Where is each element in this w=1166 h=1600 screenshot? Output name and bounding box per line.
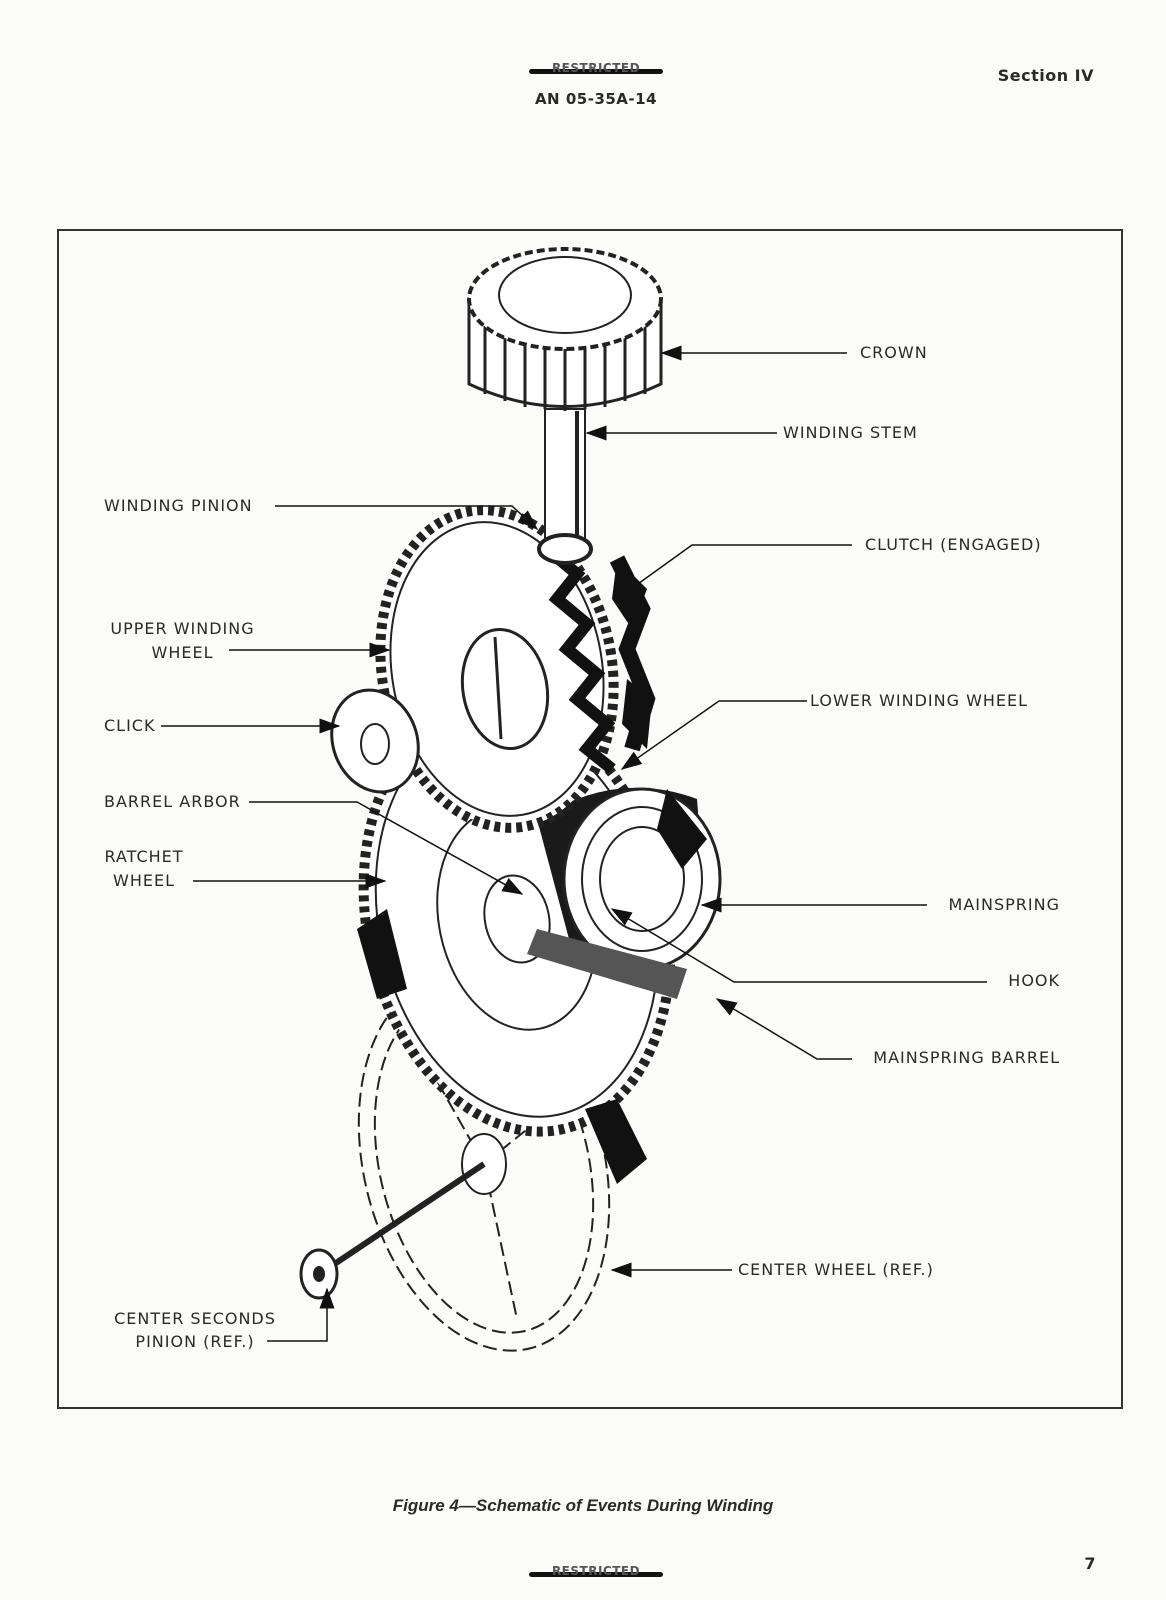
- section-heading: Section IV: [997, 66, 1094, 85]
- document-number: AN 05-35A-14: [534, 90, 658, 108]
- label-ratchet-wheel-2: WHEEL: [113, 871, 175, 890]
- redaction-bar: [529, 1572, 663, 1577]
- upper-winding-wheel: [375, 505, 619, 833]
- leader-lines: [161, 345, 987, 1342]
- restricted-text: RESTRICTED: [551, 1564, 641, 1578]
- label-lower-winding-wheel: LOWER WINDING WHEEL: [810, 691, 1029, 710]
- label-crown: CROWN: [860, 343, 928, 362]
- label-clutch: CLUTCH (ENGAGED): [865, 535, 1042, 554]
- center-seconds-pinion: [299, 1248, 339, 1300]
- label-hook: HOOK: [1008, 971, 1060, 990]
- label-center-seconds-pinion-2: PINION (REF.): [135, 1332, 255, 1351]
- restricted-text: RESTRICTED: [551, 61, 641, 75]
- label-barrel-arbor: BARREL ARBOR: [104, 792, 241, 811]
- label-click: CLICK: [104, 716, 156, 735]
- label-winding-stem: WINDING STEM: [783, 423, 918, 442]
- label-mainspring: MAINSPRING: [948, 895, 1060, 914]
- click: [330, 688, 420, 794]
- winding-pinion: [537, 533, 593, 565]
- label-center-seconds-pinion-1: CENTER SECONDS: [114, 1309, 276, 1328]
- redaction-bar: [529, 69, 663, 74]
- label-upper-winding-wheel-1: UPPER WINDING: [110, 619, 255, 638]
- label-winding-pinion: WINDING PINION: [104, 496, 253, 515]
- label-center-wheel: CENTER WHEEL (REF.): [738, 1260, 934, 1279]
- crown: [467, 247, 663, 411]
- figure-caption: Figure 4—Schematic of Events During Wind…: [392, 1496, 774, 1515]
- winding-mechanism-illustration: [161, 247, 987, 1352]
- figure-frame: [57, 229, 1123, 1409]
- label-upper-winding-wheel-2: WHEEL: [151, 643, 214, 662]
- label-mainspring-barrel: MAINSPRING BARREL: [873, 1048, 1060, 1067]
- label-ratchet-wheel-1: RATCHET: [104, 847, 184, 866]
- restricted-stamp-top: RESTRICTED: [521, 61, 671, 75]
- page-number: 7: [1084, 1554, 1096, 1573]
- seconds-shaft: [325, 1161, 486, 1272]
- restricted-stamp-bottom: RESTRICTED: [521, 1564, 671, 1578]
